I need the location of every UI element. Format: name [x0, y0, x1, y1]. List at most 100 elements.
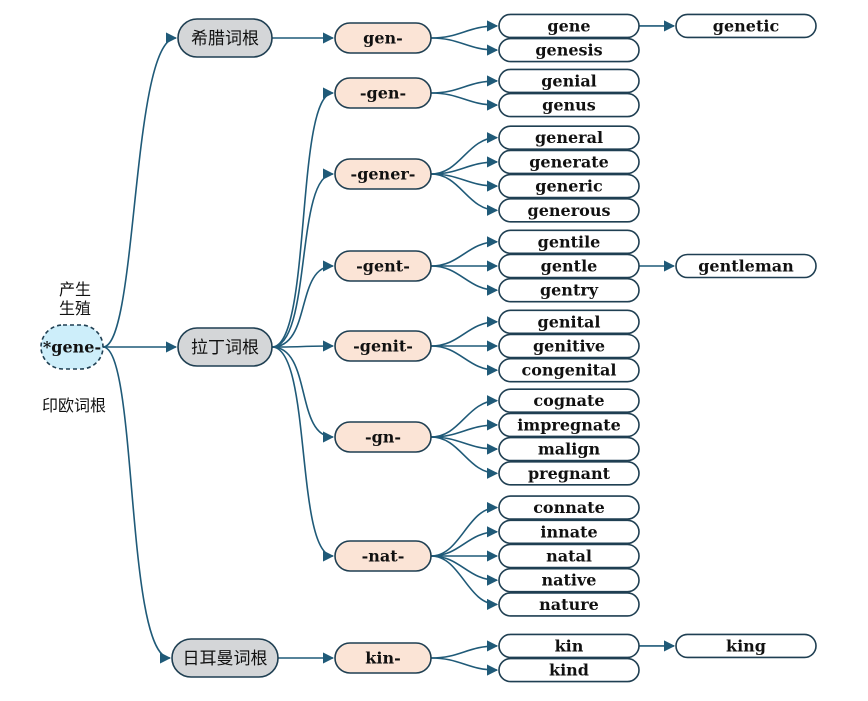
edge-gener-to-generous	[430, 173, 499, 216]
word-node-genial: genial	[498, 68, 640, 94]
derived-node-gentleman-label: gentleman	[698, 257, 794, 276]
word-node-kin-box	[498, 633, 640, 659]
word-node-malign-box	[498, 436, 640, 462]
edge-branch-1-to-morpheme-3	[271, 340, 335, 352]
morpheme-node-gen: -gen-	[334, 77, 432, 109]
edge-branch-1-to-morpheme-4	[271, 346, 335, 443]
word-node-kin-label: kin	[555, 636, 584, 655]
word-node-genesis-box	[498, 37, 640, 63]
edge-gen-to-genesis	[430, 37, 499, 56]
word-node-congenital: congenital	[498, 357, 640, 383]
branch-node-0-label: 希腊词根	[191, 29, 259, 49]
word-node-natal-label: natal	[546, 547, 592, 566]
word-node-generic: generic	[498, 173, 640, 199]
word-node-native-label: native	[542, 571, 597, 590]
word-node-generic-label: generic	[535, 177, 603, 196]
word-node-impregnate: impregnate	[498, 412, 640, 438]
word-node-general-box	[498, 125, 640, 150]
word-node-general-label: general	[535, 128, 603, 147]
word-node-malign: malign	[498, 436, 640, 462]
word-node-native-box	[498, 567, 640, 593]
morpheme-node-gener-box	[334, 158, 432, 190]
word-node-connate-label: connate	[533, 498, 605, 517]
morpheme-node-nat: -nat-	[334, 540, 432, 572]
word-node-genus-label: genus	[542, 96, 596, 115]
morpheme-node-genit: -genit-	[334, 330, 432, 362]
word-node-kind-box	[498, 657, 640, 683]
branch-node-2-box	[171, 638, 279, 678]
edge-nat-to-connate	[430, 502, 499, 557]
word-node-gentry: gentry	[498, 277, 640, 303]
edge-branch-1-to-morpheme-2	[271, 260, 335, 348]
morpheme-node-kin-box	[334, 642, 432, 674]
edge-genit-to-genital	[430, 316, 499, 347]
root-note-line-1: 产生	[59, 280, 91, 299]
word-node-native: native	[498, 567, 640, 593]
word-node-genesis-label: genesis	[535, 41, 602, 60]
word-node-genitive: genitive	[498, 333, 640, 359]
branch-node-2-label: 日耳曼词根	[183, 649, 268, 669]
word-node-generate-label: generate	[529, 152, 609, 171]
word-node-innate-label: innate	[540, 522, 597, 541]
word-node-malign-label: malign	[538, 440, 601, 459]
derived-node-gentleman: gentleman	[675, 253, 817, 279]
derived-node-genetic-label: genetic	[713, 16, 780, 35]
word-node-nature: nature	[498, 592, 640, 617]
word-node-gentle-box	[498, 253, 640, 279]
edge-nat-to-native	[430, 555, 499, 586]
word-node-gentile: gentile	[498, 229, 640, 255]
derived-node-gentleman-box	[675, 253, 817, 279]
morpheme-node-genit-box	[334, 330, 432, 362]
word-node-gentle-label: gentle	[541, 257, 598, 276]
derived-node-king: king	[675, 633, 817, 659]
word-node-generous-label: generous	[528, 201, 611, 220]
word-node-gentile-label: gentile	[538, 232, 601, 251]
word-node-connate-box	[498, 495, 640, 520]
morpheme-node-nat-box	[334, 540, 432, 572]
word-node-pregnant-label: pregnant	[528, 464, 611, 483]
word-node-impregnate-box	[498, 412, 640, 438]
word-node-genitive-label: genitive	[533, 337, 605, 356]
word-node-gentile-box	[498, 229, 640, 255]
word-node-general: general	[498, 125, 640, 150]
word-node-cognate: cognate	[498, 388, 640, 414]
word-node-innate-box	[498, 519, 640, 545]
word-node-genital-label: genital	[538, 312, 601, 331]
derived-node-king-label: king	[726, 636, 766, 655]
word-node-congenital-label: congenital	[522, 361, 617, 380]
morpheme-node-gent-box	[334, 250, 432, 282]
word-node-genital: genital	[498, 309, 640, 335]
word-node-generous: generous	[498, 198, 640, 223]
edge-branch-1-to-morpheme-0	[271, 87, 335, 348]
edge-genit-to-congenital	[430, 345, 499, 376]
word-node-kind: kind	[498, 657, 640, 683]
word-node-nature-label: nature	[539, 595, 599, 614]
morpheme-node-gen-box	[334, 22, 432, 54]
morpheme-node-kin: kin-	[334, 642, 432, 674]
morpheme-node-gen-label: gen-	[363, 29, 403, 48]
word-node-cognate-label: cognate	[533, 391, 604, 410]
edge-branch-1-to-morpheme-1	[271, 168, 335, 348]
morpheme-node-nat-label: -nat-	[362, 547, 405, 566]
word-node-cognate-box	[498, 388, 640, 414]
morpheme-node-gent: -gent-	[334, 250, 432, 282]
word-node-gene-box	[498, 13, 640, 39]
word-node-congenital-box	[498, 357, 640, 383]
word-node-pregnant-box	[498, 460, 640, 486]
derived-node-king-box	[675, 633, 817, 659]
edge-gent-to-gentile	[430, 236, 499, 267]
edge-kin-to-kind	[430, 657, 499, 676]
word-node-gentle: gentle	[498, 253, 640, 279]
derived-node-genetic: genetic	[675, 13, 817, 39]
edge-gen-to-genial	[430, 75, 499, 94]
morpheme-node-gen-label: -gen-	[360, 84, 406, 103]
word-node-kin: kin	[498, 633, 640, 659]
root-note-bottom: 印欧词根	[42, 396, 106, 415]
root-node-label: *gene-	[43, 338, 101, 357]
word-node-genitive-box	[498, 333, 640, 359]
root-node: *gene-	[40, 324, 104, 370]
branch-node-0-box	[177, 18, 273, 58]
branch-node-1: 拉丁词根	[177, 327, 273, 367]
word-node-natal: natal	[498, 543, 640, 569]
